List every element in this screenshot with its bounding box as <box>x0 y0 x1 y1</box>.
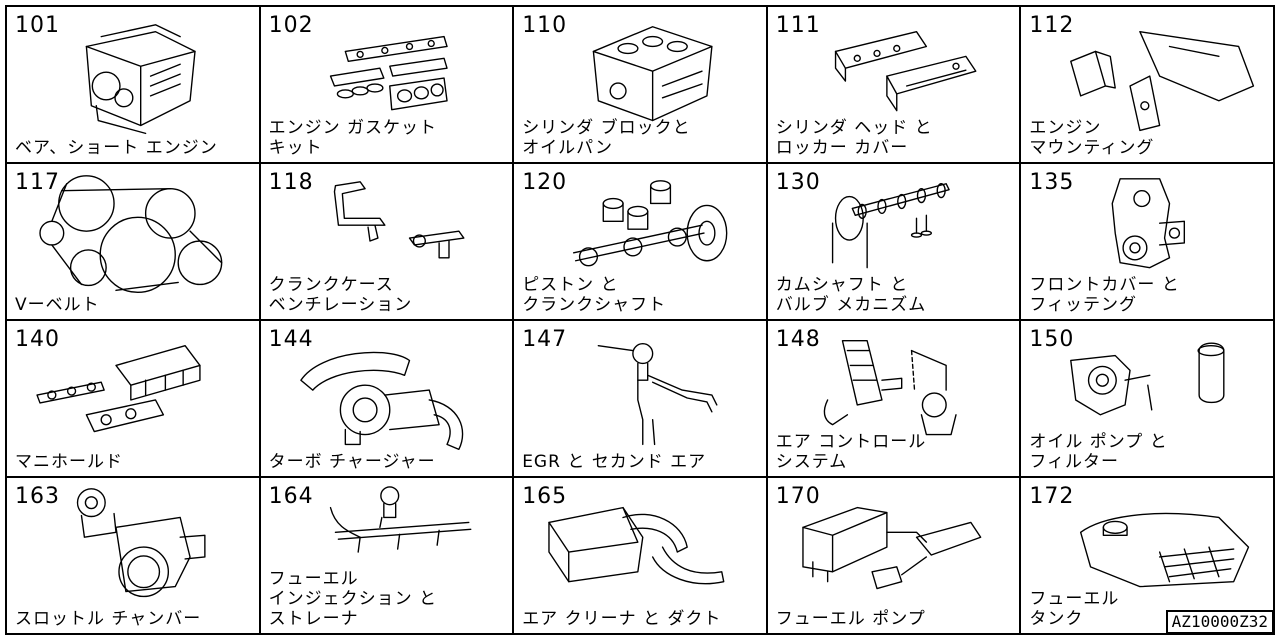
part-number: 140 <box>15 327 60 352</box>
part-number: 110 <box>522 13 568 38</box>
fuel-injection-icon <box>329 486 471 553</box>
part-label: エンジン マウンティング <box>1029 118 1155 158</box>
catalog-cell-118[interactable]: 118 クランクケース ベンチレーション <box>260 164 515 321</box>
part-label: クランクケース ベンチレーション <box>268 275 413 315</box>
part-number: 172 <box>1029 484 1075 509</box>
catalog-cell-111[interactable]: 111 シリンダ ヘッド と ロッカー カバー <box>767 7 1022 164</box>
part-label: オイル ポンプ と フィルター <box>1029 432 1168 472</box>
crankcase-ventilation-icon <box>333 181 465 259</box>
catalog-cell-140[interactable]: 140 マニホールド <box>7 321 261 478</box>
egr-icon <box>597 343 718 446</box>
part-number: 112 <box>1029 13 1075 38</box>
part-label: フロントカバー と フィッテング <box>1029 275 1180 315</box>
fuel-pump-icon <box>802 506 982 590</box>
part-label: シリンダ ブロックと オイルパン <box>522 118 691 158</box>
part-number: 148 <box>775 327 821 352</box>
turbocharger-icon <box>299 351 463 451</box>
engine-icon <box>85 24 196 135</box>
part-label: フューエル タンク <box>1029 589 1120 629</box>
part-label: フューエル ポンプ <box>775 609 926 629</box>
part-label: エア クリーナ と ダクト <box>522 609 722 629</box>
part-label: Vーベルト <box>15 295 100 315</box>
catalog-cell-135[interactable]: 135 フロントカバー と フィッテング <box>1021 164 1275 321</box>
part-number: 130 <box>775 170 821 195</box>
part-number: 170 <box>775 484 821 509</box>
catalog-cell-102[interactable]: 102 エンジン ガスケット キット <box>260 7 515 164</box>
manifold-icon <box>36 344 201 433</box>
part-label: エンジン ガスケット キット <box>268 118 437 158</box>
part-number: 101 <box>15 13 60 38</box>
catalog-cell-144[interactable]: 144 ターボ チャージャー <box>260 321 515 478</box>
part-label: エア コントロール システム <box>775 432 927 472</box>
cylinder-head-icon <box>834 30 977 112</box>
part-label: EGR と セカンド エア <box>522 452 707 472</box>
part-label: ターボ チャージャー <box>268 452 436 472</box>
part-label: シリンダ ヘッド と ロッカー カバー <box>775 118 933 158</box>
part-label: カムシャフト と バルブ メカニズム <box>775 275 927 315</box>
throttle-chamber-icon <box>76 488 206 598</box>
catalog-cell-147[interactable]: 147 EGR と セカンド エア <box>514 321 768 478</box>
catalog-cell-165[interactable]: 165 エア クリーナ と ダクト <box>514 478 768 635</box>
catalog-cell-112[interactable]: 112 エンジン マウンティング <box>1021 7 1275 164</box>
catalog-cell-101[interactable]: 101 ベア、ショート エンジン <box>7 7 261 164</box>
part-number: 144 <box>268 327 314 352</box>
part-label: スロットル チャンバー <box>15 609 202 629</box>
catalog-cell-110[interactable]: 110 シリンダ ブロックと オイルパン <box>514 7 768 164</box>
catalog-cell-148[interactable]: 148 エア コントロール システム <box>767 321 1022 478</box>
v-belt-icon <box>39 175 223 294</box>
catalog-cell-130[interactable]: 130 カムシャフト と バルブ メカニズム <box>767 164 1022 321</box>
part-number: 118 <box>268 170 314 195</box>
diagram-code-label: AZ10000Z32 <box>1165 610 1274 634</box>
air-cleaner-icon <box>548 506 725 585</box>
catalog-cell-164[interactable]: 164 フューエル インジェクション と ストレーナ <box>260 478 515 635</box>
catalog-cell-170[interactable]: 170 フューエル ポンプ <box>767 478 1022 635</box>
part-label: マニホールド <box>15 452 123 472</box>
part-number: 147 <box>522 327 568 352</box>
part-number: 163 <box>15 484 60 509</box>
part-number: 165 <box>522 484 568 509</box>
part-number: 120 <box>522 170 568 195</box>
catalog-cell-172[interactable]: 172 フューエル タンク <box>1021 478 1275 635</box>
catalog-cell-120[interactable]: 120 ピストン と クランクシャフト <box>514 164 768 321</box>
catalog-cell-163[interactable]: 163 スロットル チャンバー <box>7 478 261 635</box>
part-number: 102 <box>268 13 314 38</box>
gasket-kit-icon <box>329 35 448 111</box>
catalog-cell-117[interactable]: 117 Vーベルト <box>7 164 261 321</box>
cylinder-block-icon <box>592 26 713 122</box>
parts-catalog-grid: 101 ベア、ショート エンジン 102 エンジン ガスケット キット 110 … <box>5 5 1275 635</box>
front-cover-icon <box>1111 178 1186 269</box>
oil-pump-filter-icon <box>1070 342 1225 416</box>
part-label: フューエル インジェクション と ストレーナ <box>268 569 437 629</box>
fuel-tank-icon <box>1080 512 1250 588</box>
part-label: ピストン と クランクシャフト <box>522 275 667 315</box>
piston-crankshaft-icon <box>573 180 728 267</box>
catalog-cell-150[interactable]: 150 オイル ポンプ と フィルター <box>1021 321 1275 478</box>
part-number: 135 <box>1029 170 1075 195</box>
camshaft-valve-icon <box>831 183 950 269</box>
part-number: 164 <box>268 484 314 509</box>
part-number: 150 <box>1029 327 1075 352</box>
air-control-icon <box>823 340 957 436</box>
part-number: 111 <box>775 13 821 38</box>
engine-mount-icon <box>1070 30 1255 132</box>
part-number: 117 <box>15 170 60 195</box>
part-label: ベア、ショート エンジン <box>15 138 218 158</box>
